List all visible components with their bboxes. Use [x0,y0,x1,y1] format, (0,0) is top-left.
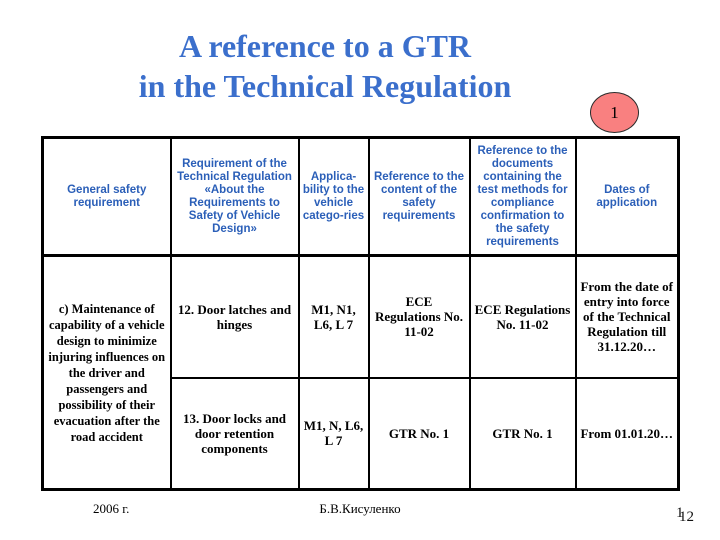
cell-tr-requirement: 13. Door locks and door retention compon… [169,376,300,490]
cell-vehicle-categories: M1, N, L6, L 7 [297,376,370,490]
footer-author: Б.В.Кисуленко [319,501,401,516]
column-header-safety-content-reference: Reference to the content of the safety r… [367,137,471,257]
footer-year: 2006 г. [93,501,130,516]
cell-vehicle-categories: M1, N1, L6, L 7 [297,254,370,378]
cell-tr-requirement: 12. Door latches and hinges [169,254,300,378]
table-row: 13. Door locks and door retention compon… [43,376,680,490]
page-title: A reference to a GTR in the Technical Re… [60,26,590,106]
column-header-tr-requirement: Requirement of the Technical Regulation … [169,137,300,257]
cell-test-methods-reference: GTR No. 1 [468,376,577,490]
column-header-vehicle-categories: Applica-bility to the vehicle catego-rie… [297,137,370,257]
table-header-row: General safety requirement Requirement o… [41,137,680,257]
cell-dates-of-application: From the date of entry into force of the… [574,254,680,378]
title-area: A reference to a GTR in the Technical Re… [0,26,720,133]
status-badge: 1 [590,92,639,133]
page-number-secondary: 12 [679,509,694,525]
page-title-line-1: A reference to a GTR [178,28,472,64]
reference-table: General safety requirement Requirement o… [41,136,680,491]
page-number-primary: 1 [676,505,684,521]
cell-safety-content-reference: ECE Regulations No. 11-02 [367,254,471,378]
table-row: c) Maintenance of capability of a vehicl… [41,254,680,490]
column-header-general-safety-requirement: General safety requirement [41,137,172,257]
page-title-line-2: in the Technical Regulation [138,68,512,104]
column-header-test-methods-reference: Reference to the documents containing th… [468,137,577,257]
column-header-dates-of-application: Dates of application [574,137,680,257]
cell-general-safety-requirement: c) Maintenance of capability of a vehicl… [41,255,172,490]
cell-test-methods-reference: ECE Regulations No. 11-02 [468,254,577,378]
cell-dates-of-application: From 01.01.20… [574,376,680,490]
cell-safety-content-reference: GTR No. 1 [367,376,471,490]
